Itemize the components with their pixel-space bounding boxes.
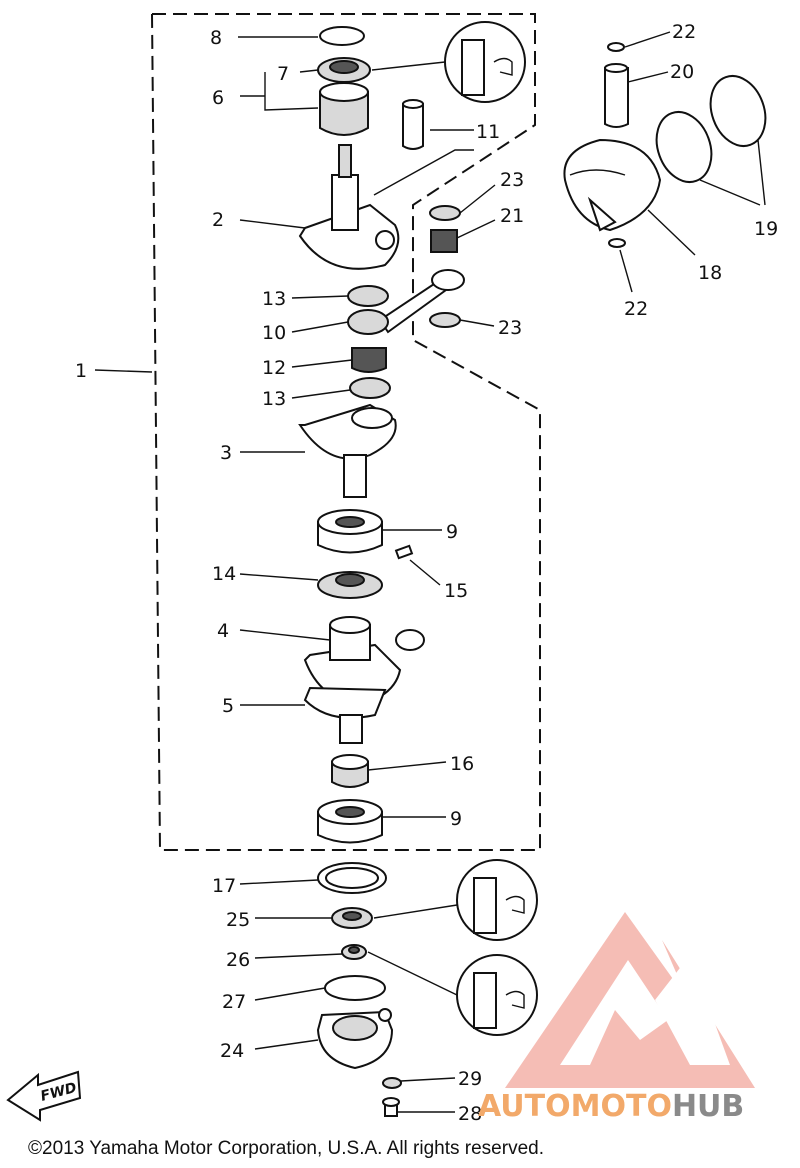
- label-19: 19: [754, 218, 778, 240]
- watermark-part1: AUTOMOTO: [478, 1089, 672, 1124]
- label-7: 7: [277, 63, 289, 85]
- label-5: 5: [222, 695, 234, 717]
- label-9-upper: 9: [446, 521, 458, 543]
- grease-callout-lower: [367, 951, 538, 1036]
- grease-callout-upper: [371, 21, 526, 103]
- label-18: 18: [698, 262, 722, 284]
- part-24-housing: [316, 1008, 394, 1070]
- part-11-pin: [402, 99, 424, 150]
- label-26: 26: [226, 949, 250, 971]
- label-21: 21: [500, 205, 524, 227]
- label-12: 12: [262, 357, 286, 379]
- label-25: 25: [226, 909, 250, 931]
- part-27-oring: [324, 975, 386, 1001]
- part-20-piston-pin: [604, 63, 629, 128]
- label-4: 4: [217, 620, 229, 642]
- part-21-needle-bearing: [430, 229, 458, 253]
- label-6: 6: [212, 87, 224, 109]
- label-3: 3: [220, 442, 232, 464]
- label-8: 8: [210, 27, 222, 49]
- part-15-key: [394, 544, 414, 560]
- part-23-washer-lower: [429, 312, 461, 328]
- leader-lines: [94, 31, 766, 1113]
- label-20: 20: [670, 61, 694, 83]
- part-28-bolt: [382, 1097, 400, 1117]
- fwd-arrow-icon: FWD: [6, 1070, 82, 1122]
- part-4-5-crank-lower: [303, 616, 425, 744]
- label-28: 28: [458, 1103, 482, 1125]
- part-2-crank-upper: [298, 144, 400, 270]
- label-22-lower: 22: [624, 298, 648, 320]
- label-13-upper: 13: [262, 288, 286, 310]
- part-25-seal: [331, 907, 373, 929]
- label-22-upper: 22: [672, 21, 696, 43]
- label-24: 24: [220, 1040, 244, 1062]
- part-7-oil-seal: [317, 57, 371, 83]
- label-13-lower: 13: [262, 388, 286, 410]
- label-14: 14: [212, 563, 236, 585]
- automotohub-logo: [505, 912, 755, 1088]
- part-22-clip-upper: [607, 42, 625, 52]
- part-9-bearing-lower: [317, 799, 383, 844]
- part-16-bushing: [331, 754, 369, 788]
- label-10: 10: [262, 322, 286, 344]
- label-2: 2: [212, 209, 224, 231]
- label-17: 17: [212, 875, 236, 897]
- part-17-gasket: [317, 862, 387, 894]
- part-14-seal: [317, 571, 383, 599]
- part-12-bearing: [351, 347, 387, 373]
- part-26-seal: [341, 944, 367, 960]
- copyright-notice: ©2013 Yamaha Motor Corporation, U.S.A. A…: [28, 1138, 544, 1159]
- part-22-clip-lower: [608, 238, 626, 248]
- label-11: 11: [476, 121, 500, 143]
- part-19-piston-rings: [655, 75, 767, 183]
- label-9-lower: 9: [450, 808, 462, 830]
- label-23-upper: 23: [500, 169, 524, 191]
- label-15: 15: [444, 580, 468, 602]
- label-27: 27: [222, 991, 246, 1013]
- part-23-washer-upper: [429, 205, 461, 221]
- watermark-text: AUTOMOTOHUB: [478, 1089, 744, 1124]
- grease-callout-middle: [373, 859, 538, 941]
- label-23-lower: 23: [498, 317, 522, 339]
- part-8-oring: [319, 26, 365, 46]
- part-29-washer: [382, 1077, 402, 1089]
- label-16: 16: [450, 753, 474, 775]
- watermark-part2: HUB: [672, 1089, 744, 1124]
- part-13-washer-upper: [347, 285, 389, 307]
- part-13-washer-lower: [349, 377, 391, 399]
- part-18-piston: [563, 138, 662, 232]
- part-6-bushing: [319, 82, 369, 136]
- label-1: 1: [75, 360, 87, 382]
- label-29: 29: [458, 1068, 482, 1090]
- part-3-crank-web: [298, 403, 397, 498]
- assembly-boundary: [151, 13, 541, 851]
- part-9-bearing-upper: [317, 509, 383, 554]
